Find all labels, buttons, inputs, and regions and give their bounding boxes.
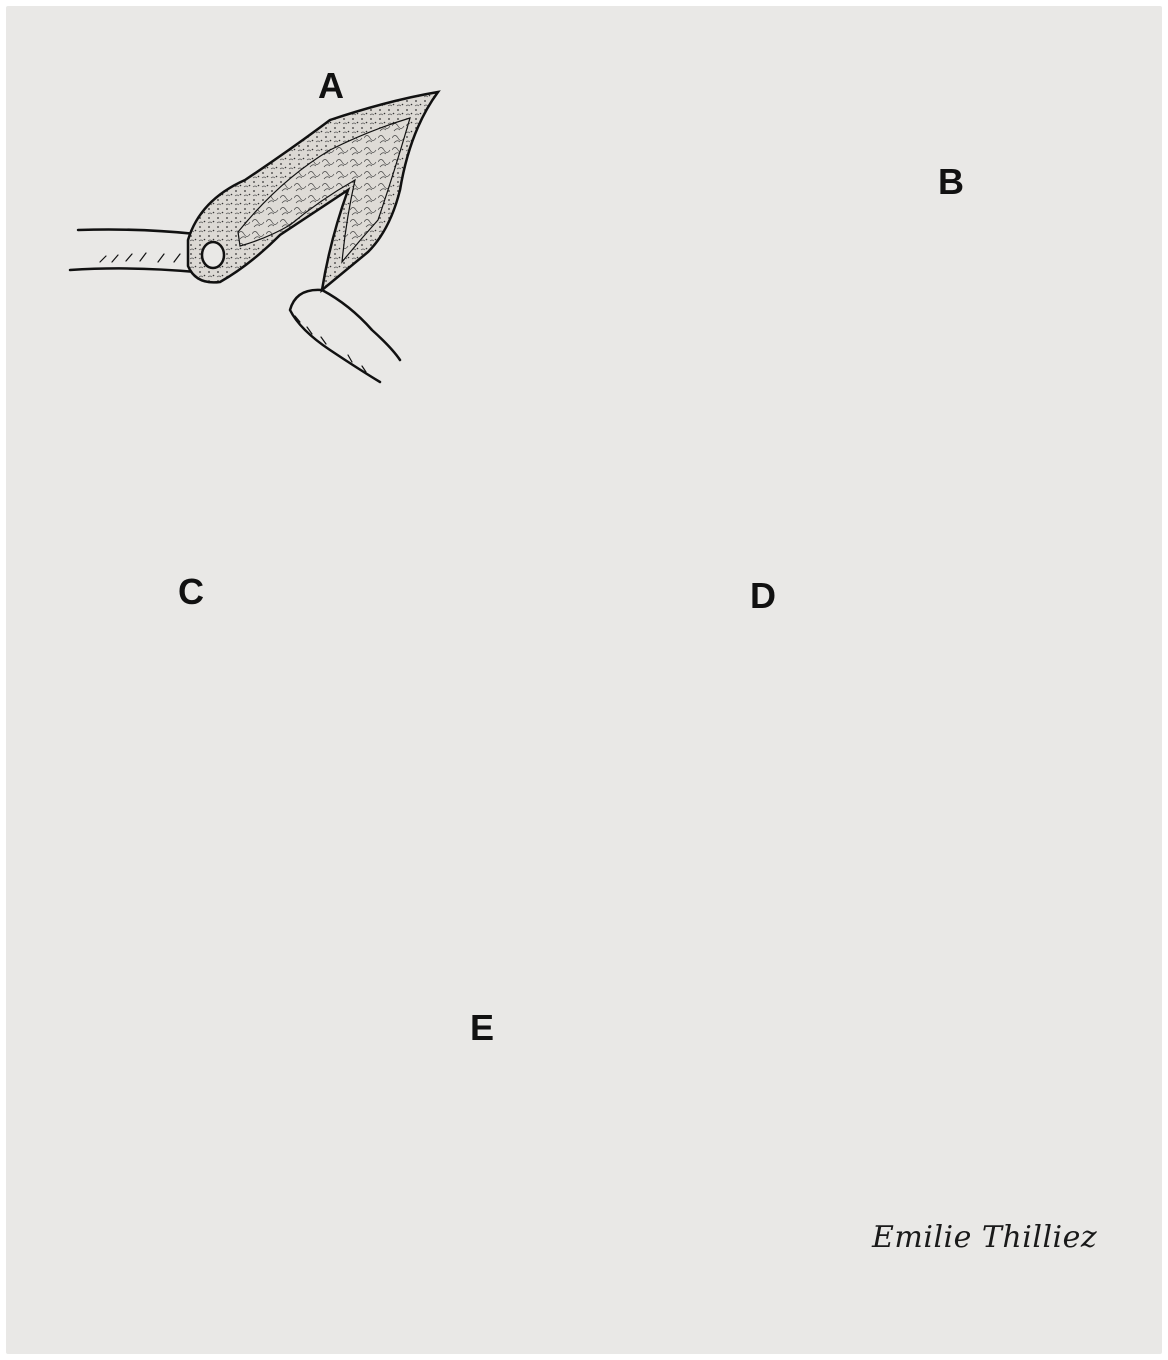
- panel-label-d: D: [750, 578, 776, 614]
- panel-label-a: A: [318, 68, 344, 104]
- panel-label-c: C: [178, 574, 204, 610]
- panel-label-e: E: [470, 1010, 494, 1046]
- panel-a-drawing: [70, 92, 438, 382]
- artist-signature: Emilie Thilliez: [872, 1220, 1097, 1255]
- panel-label-b: B: [938, 164, 964, 200]
